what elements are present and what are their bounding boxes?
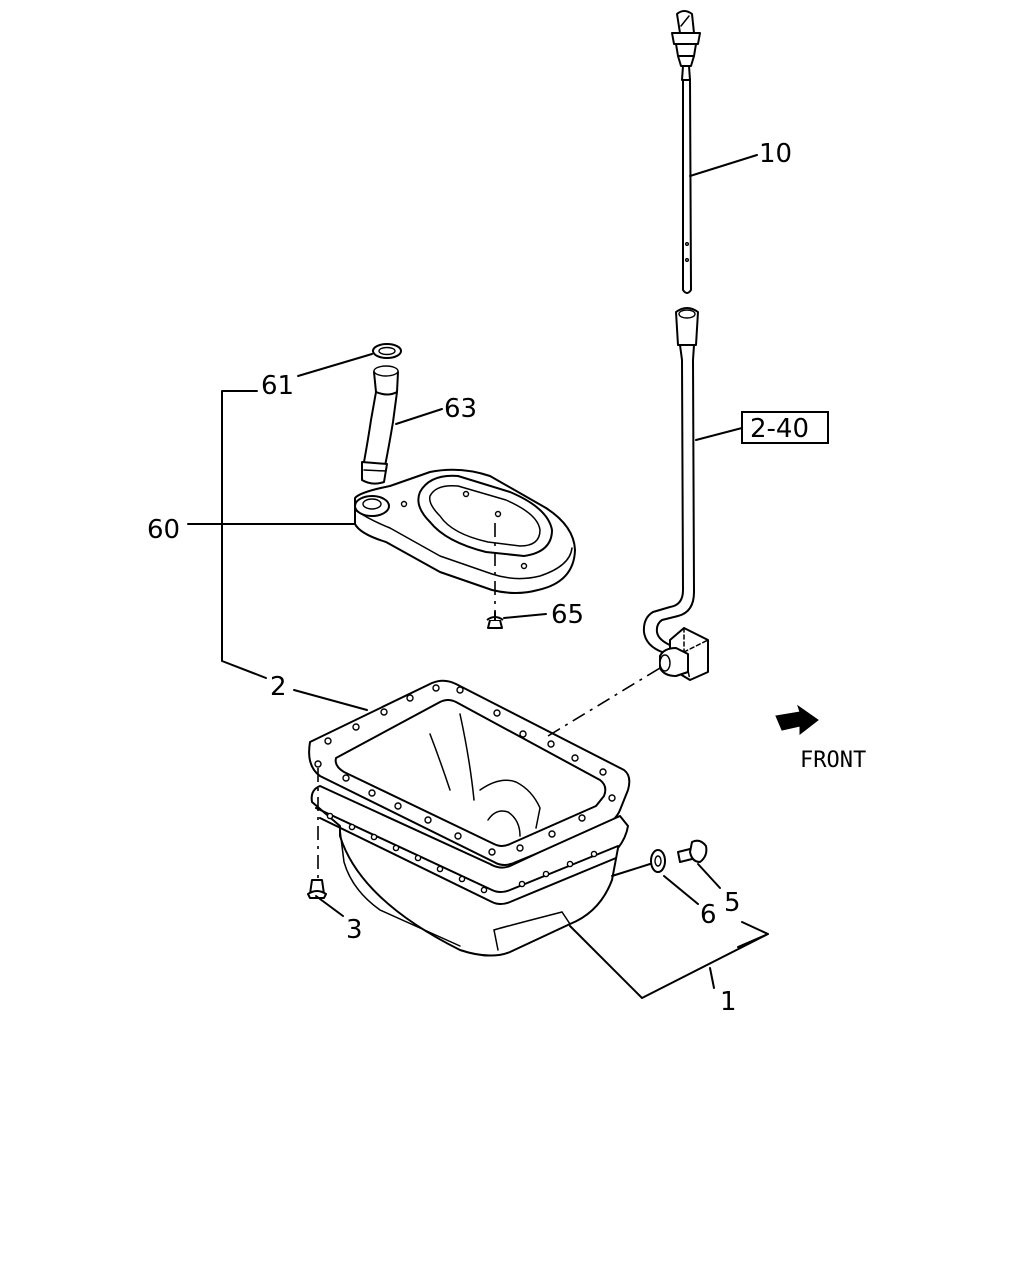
dipstick[interactable] [671,10,701,294]
oil-pan[interactable] [310,713,629,957]
reference-box [741,411,829,444]
oil-strainer[interactable] [354,468,576,594]
leader-lines [187,154,769,999]
pan-bolt-holes [326,812,598,894]
label-part-65: 65 [551,600,584,630]
label-front: FRONT [800,748,866,773]
label-part-5: 5 [724,888,741,918]
o-ring[interactable] [372,343,402,359]
label-part-60: 60 [147,515,180,545]
label-part-3: 3 [346,915,363,945]
alignment-lines [317,523,661,878]
drain-plug[interactable] [677,839,708,863]
gasket-bolt-holes [314,684,616,856]
label-part-6: 6 [700,900,717,930]
front-arrow-icon [775,704,819,736]
strainer-pipe[interactable] [361,365,399,485]
strainer-bolt[interactable] [486,611,504,629]
pan-bolt[interactable] [307,879,327,899]
label-part-10: 10 [759,139,792,169]
label-part-2: 2 [270,672,287,702]
label-part-63: 63 [444,394,477,424]
label-part-61: 61 [261,371,294,401]
label-part-1: 1 [720,987,737,1017]
label-ref-2-40: 2-40 [750,414,809,444]
drain-plug-gasket[interactable] [650,849,666,873]
dipstick-guide-tube[interactable] [642,307,709,681]
